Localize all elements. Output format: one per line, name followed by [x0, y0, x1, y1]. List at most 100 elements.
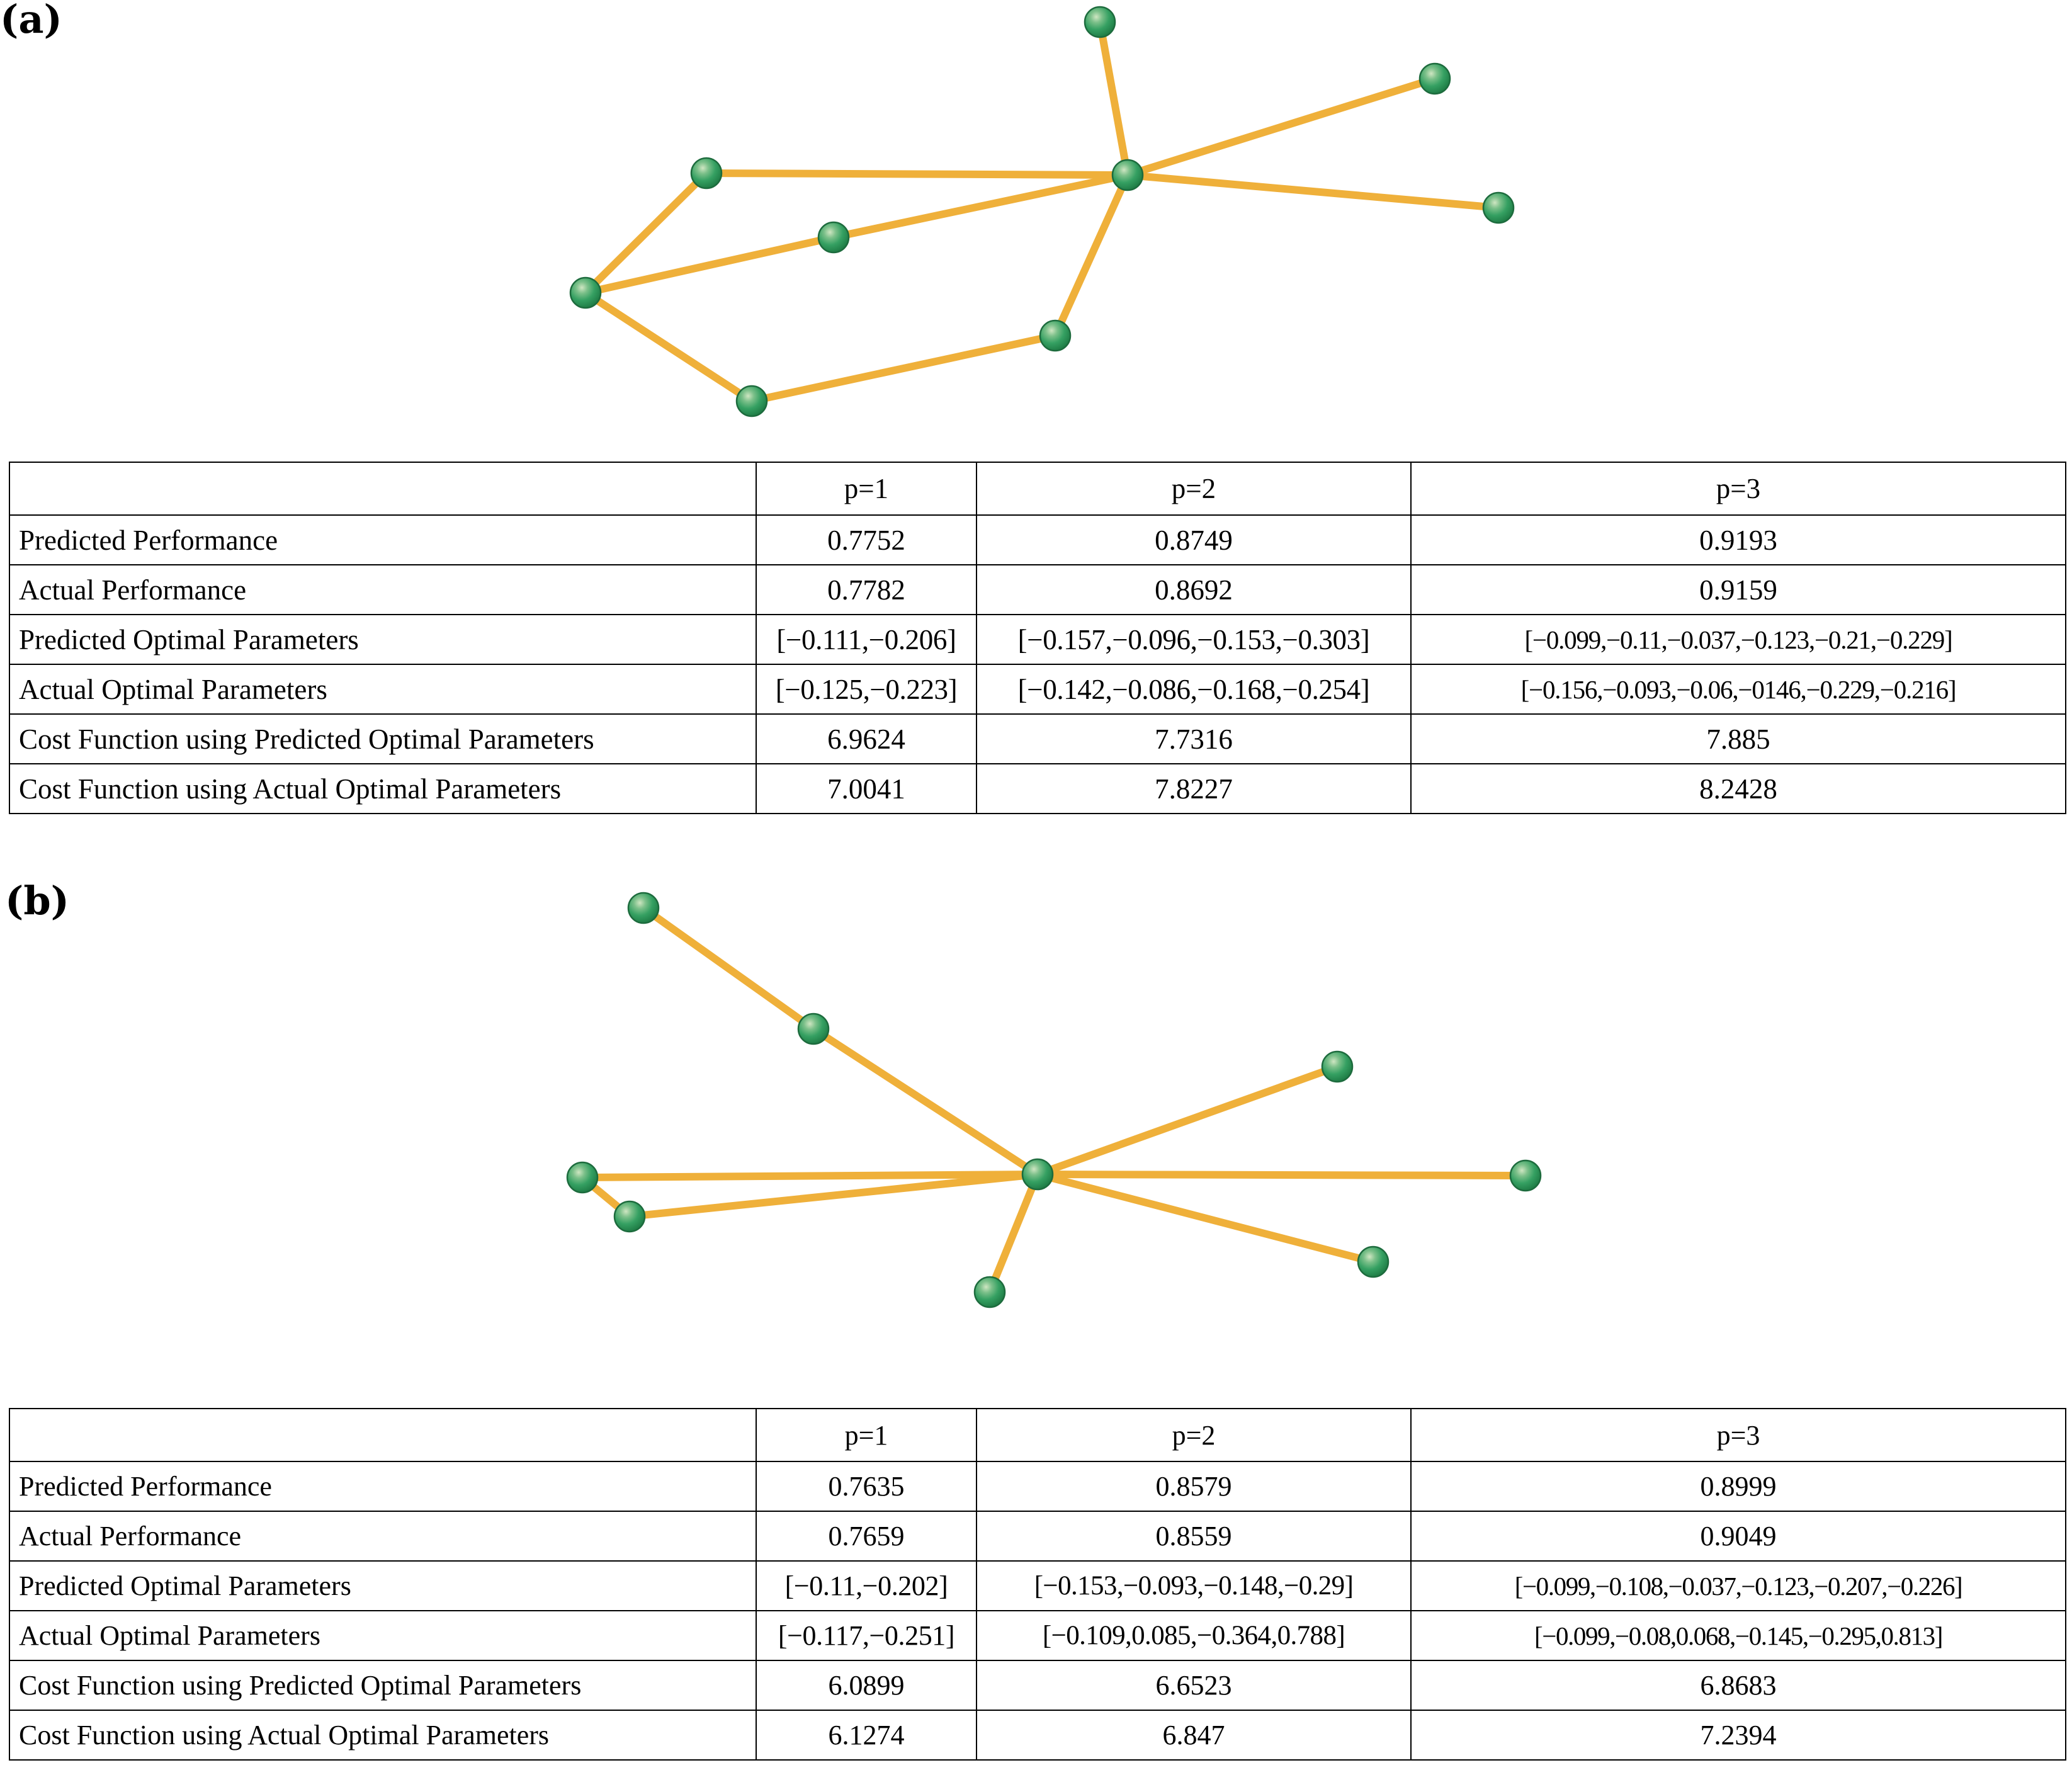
row-label-predicted-performance: Predicted Performance [9, 514, 757, 565]
table-b-header-blank [9, 1408, 757, 1462]
row-label-predicted-performance: Predicted Performance [9, 1461, 757, 1512]
graph-diagram-a [0, 0, 2072, 441]
cell-p3: [−0.099,−0.108,−0.037,−0.123,−0.207,−0.2… [1410, 1560, 2066, 1611]
results-table-b: p=1 p=2 p=3 Predicted Performance 0.7635… [9, 1408, 2066, 1761]
graph-edge [1034, 1063, 1341, 1178]
table-a-header-row: p=1 p=2 p=3 [9, 462, 2066, 516]
graph-edge [810, 1025, 1041, 1178]
cell-p3: 6.8683 [1410, 1660, 2066, 1711]
cell-p2: 0.8692 [976, 564, 1412, 615]
cell-p1: 7.0041 [756, 763, 977, 814]
graph-a-edges [582, 18, 1502, 405]
panel-label-b: (b) [5, 878, 70, 924]
cell-p1: 6.9624 [756, 713, 977, 764]
graph-edge [703, 169, 1131, 179]
cell-p3: 7.885 [1410, 713, 2066, 764]
cell-p1: [−0.111,−0.206] [756, 614, 977, 665]
graph-edge [1096, 18, 1131, 179]
graph-a-nodes [569, 6, 1515, 417]
graph-node [613, 1200, 646, 1233]
table-row: Actual Performance 0.7659 0.8559 0.9049 [9, 1511, 2066, 1562]
graph-node [1039, 319, 1072, 352]
graph-node [566, 1161, 599, 1194]
graph-edge [582, 234, 837, 297]
graph-edge [626, 1171, 1041, 1220]
table-a-header-blank [9, 462, 757, 516]
graph-edge [582, 169, 710, 297]
cell-p3: 7.2394 [1410, 1710, 2066, 1761]
cell-p2: 0.8559 [976, 1511, 1412, 1562]
cell-p1: 6.0899 [756, 1660, 977, 1711]
table-b-header-row: p=1 p=2 p=3 [9, 1408, 2066, 1462]
cell-p2: 7.7316 [976, 713, 1412, 764]
table-a-header-p3: p=3 [1410, 462, 2066, 516]
graph-node [569, 276, 602, 309]
graph-node [1321, 1050, 1354, 1083]
cell-p2: 6.847 [976, 1710, 1412, 1761]
cell-p1: 0.7659 [756, 1511, 977, 1562]
table-row: Actual Optimal Parameters [−0.117,−0.251… [9, 1610, 2066, 1661]
graph-edge [1124, 171, 1502, 212]
cell-p3: 0.9159 [1410, 564, 2066, 615]
graph-edge [1034, 1171, 1529, 1179]
table-b-header-p1: p=1 [756, 1408, 977, 1462]
graph-edge [640, 904, 817, 1033]
row-label-cost-function-actual: Cost Function using Actual Optimal Param… [9, 763, 757, 814]
cell-p1: 6.1274 [756, 1710, 977, 1761]
graph-edge [986, 1171, 1041, 1296]
graph-edge [830, 171, 1131, 241]
graph-node [1482, 191, 1515, 224]
graph-edge [1051, 171, 1131, 339]
cell-p2: [−0.142,−0.086,−0.168,−0.254] [976, 664, 1412, 715]
graph-edge [1034, 1171, 1377, 1266]
row-label-actual-optimal-parameters: Actual Optimal Parameters [9, 664, 757, 715]
graph-node [817, 221, 850, 254]
cell-p2: [−0.153,−0.093,−0.148,−0.29] [976, 1560, 1412, 1611]
cell-p3: 0.9193 [1410, 514, 2066, 565]
table-row: Actual Performance 0.7782 0.8692 0.9159 [9, 564, 2066, 615]
graph-edge [748, 332, 1059, 405]
cell-p2: [−0.157,−0.096,−0.153,−0.303] [976, 614, 1412, 665]
graph-node [735, 385, 768, 417]
table-row: Cost Function using Predicted Optimal Pa… [9, 713, 2066, 764]
graph-node [1084, 6, 1116, 38]
graph-b-edges [579, 904, 1529, 1296]
graph-node [690, 157, 723, 190]
cell-p2: 0.8579 [976, 1461, 1412, 1512]
row-label-actual-optimal-parameters: Actual Optimal Parameters [9, 1610, 757, 1661]
graph-node [1357, 1245, 1390, 1278]
graph-edge [582, 289, 756, 405]
cell-p1: 0.7635 [756, 1461, 977, 1512]
cell-p3: 0.8999 [1410, 1461, 2066, 1512]
graph-node [973, 1276, 1006, 1308]
cell-p1: [−0.125,−0.223] [756, 664, 977, 715]
graph-node [797, 1013, 830, 1045]
cell-p2: 6.6523 [976, 1660, 1412, 1711]
table-row: Cost Function using Predicted Optimal Pa… [9, 1660, 2066, 1711]
cell-p3: [−0.099,−0.11,−0.037,−0.123,−0.21,−0.229… [1410, 614, 2066, 665]
graph-node [1418, 62, 1451, 95]
graph-diagram-b [0, 856, 2072, 1335]
graph-b-svg [566, 892, 1542, 1308]
graph-node [1021, 1158, 1054, 1191]
cell-p1: [−0.11,−0.202] [756, 1560, 977, 1611]
panel-label-a: (a) [0, 0, 62, 42]
cell-p2: 7.8227 [976, 763, 1412, 814]
table-row: Cost Function using Actual Optimal Param… [9, 1710, 2066, 1761]
row-label-actual-performance: Actual Performance [9, 564, 757, 615]
cell-p3: [−0.156,−0.093,−0.06,−0146,−0.229,−0.216… [1410, 664, 2066, 715]
table-b-header-p3: p=3 [1410, 1408, 2066, 1462]
table-b-header-p2: p=2 [976, 1408, 1412, 1462]
cell-p2: [−0.109,0.085,−0.364,0.788] [976, 1610, 1412, 1661]
table-row: Predicted Performance 0.7635 0.8579 0.89… [9, 1461, 2066, 1512]
row-label-predicted-optimal-parameters: Predicted Optimal Parameters [9, 614, 757, 665]
graph-node [627, 892, 660, 924]
row-label-cost-function-actual: Cost Function using Actual Optimal Param… [9, 1710, 757, 1761]
table-row: Actual Optimal Parameters [−0.125,−0.223… [9, 664, 2066, 715]
table-row: Cost Function using Actual Optimal Param… [9, 763, 2066, 814]
cell-p1: 0.7752 [756, 514, 977, 565]
table-row: Predicted Optimal Parameters [−0.111,−0.… [9, 614, 2066, 665]
cell-p3: 8.2428 [1410, 763, 2066, 814]
graph-b-nodes [566, 892, 1542, 1308]
table-a-header-p2: p=2 [976, 462, 1412, 516]
